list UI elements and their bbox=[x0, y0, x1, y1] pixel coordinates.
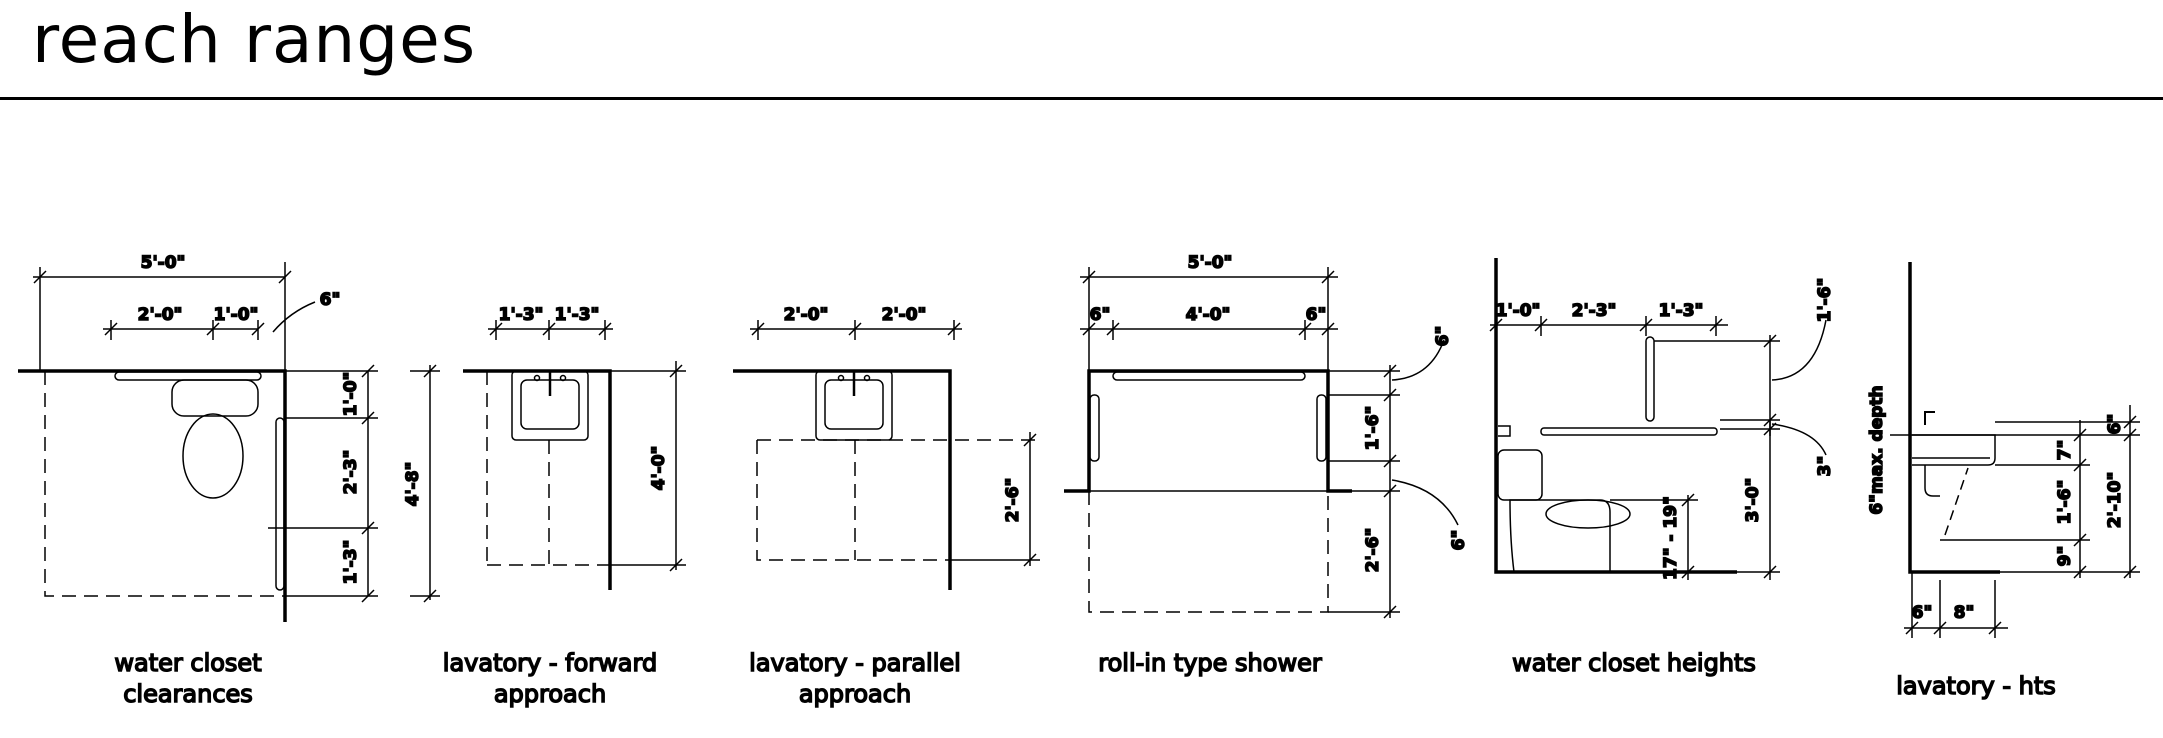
dim-label: 1'-6" bbox=[1363, 406, 1383, 451]
dim-label: 6" bbox=[1433, 326, 1453, 347]
detail-lavatory-heights: 6"max. depth 6" 7" 1'-6" 9" 2'-10" 6" 8"… bbox=[1866, 262, 2140, 701]
dim-label: 5'-0" bbox=[1188, 253, 1233, 273]
dim-label: 7" bbox=[2055, 440, 2075, 461]
dim-label: 6"max. depth bbox=[1867, 385, 1887, 514]
detail-caption: lavatory - parallel bbox=[749, 649, 961, 677]
detail-caption: approach bbox=[494, 680, 606, 708]
dim-label: 2'-6" bbox=[1363, 528, 1383, 573]
dim-label: 6" bbox=[1090, 305, 1111, 325]
dim-label: 8" bbox=[1954, 603, 1975, 623]
dim-label: 17" - 19" bbox=[1661, 496, 1681, 580]
dim-label: 4'-0" bbox=[649, 446, 669, 491]
detail-caption: clearances bbox=[123, 680, 253, 708]
dim-label: 3" bbox=[1815, 456, 1835, 477]
detail-caption: water closet heights bbox=[1512, 649, 1756, 677]
dim-label: 2'-3" bbox=[341, 450, 361, 495]
dim-label: 1'-6" bbox=[2055, 480, 2075, 525]
dim-label: 1'-6" bbox=[1815, 278, 1835, 323]
detail-roll-in-shower: 5'-0" 6" 4'-0" 6" 6" 1'-6" 2'-6" 6" roll… bbox=[1064, 252, 1470, 678]
dim-label: 1'-3" bbox=[499, 305, 544, 325]
detail-lavatory-forward-approach: 1'-3" 1'-3" 4'-0" lavatory - forward app… bbox=[442, 304, 686, 709]
dim-label: 6" bbox=[2105, 414, 2125, 435]
detail-water-closet-clearances: 5'-0" 2'-0" 1'-0" 6" 1'-0" 2'-3" 1'-3" 4… bbox=[18, 252, 440, 709]
dim-label: 6" bbox=[1306, 305, 1327, 325]
dim-label: 5'-0" bbox=[141, 253, 186, 273]
title-rule bbox=[0, 97, 2163, 100]
detail-water-closet-heights: 1'-0" 2'-3" 1'-3" 1'-6" 3" 17" - 19" 3'-… bbox=[1489, 258, 1836, 678]
detail-caption: lavatory - forward bbox=[443, 649, 657, 677]
dim-label: 2'-10" bbox=[2105, 472, 2125, 529]
dim-label: 1'-3" bbox=[341, 540, 361, 585]
dim-label: 2'-0" bbox=[882, 305, 927, 325]
dim-label: 1'-0" bbox=[341, 372, 361, 417]
dim-label: 1'-3" bbox=[1659, 301, 1704, 321]
dim-label: 4'-8" bbox=[403, 462, 423, 507]
dim-label: 6" bbox=[1449, 530, 1469, 551]
dim-label: 2'-6" bbox=[1003, 478, 1023, 523]
dim-label: 1'-3" bbox=[555, 305, 600, 325]
dim-label: 2'-0" bbox=[138, 305, 183, 325]
detail-caption: roll-in type shower bbox=[1098, 649, 1322, 677]
dim-label: 9" bbox=[2055, 546, 2075, 567]
dim-label: 2'-0" bbox=[784, 305, 829, 325]
detail-caption: water closet bbox=[114, 649, 261, 677]
dim-label: 1'-0" bbox=[1496, 301, 1541, 321]
dim-label: 1'-0" bbox=[214, 305, 259, 325]
dim-label: 6" bbox=[320, 290, 341, 310]
dim-label: 4'-0" bbox=[1186, 305, 1231, 325]
dim-label: 3'-0" bbox=[1743, 478, 1763, 523]
dim-label: 2'-3" bbox=[1572, 301, 1617, 321]
detail-lavatory-parallel-approach: 2'-0" 2'-0" 2'-6" lavatory - parallel ap… bbox=[733, 304, 1040, 709]
detail-caption: approach bbox=[799, 680, 911, 708]
dim-label: 6" bbox=[1912, 603, 1933, 623]
detail-caption: lavatory - hts bbox=[1896, 672, 2056, 700]
page-title: reach ranges bbox=[32, 1, 477, 78]
